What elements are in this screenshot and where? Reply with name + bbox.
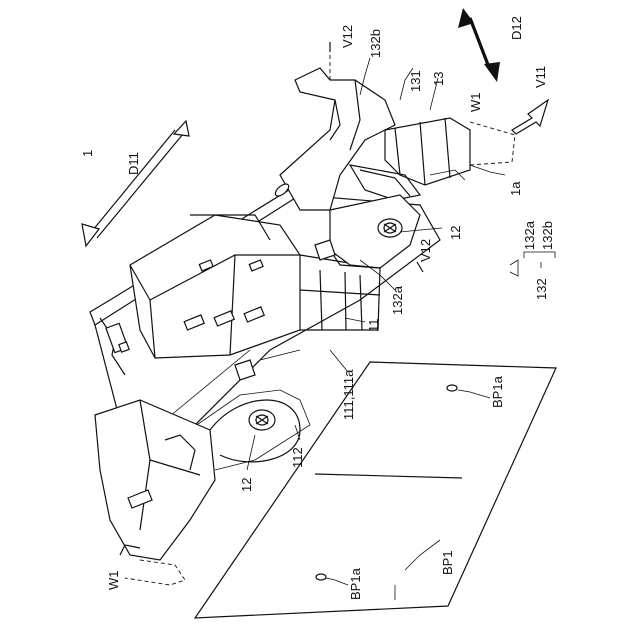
board-hole-top — [447, 385, 457, 391]
label-12-right: 12 — [448, 226, 463, 240]
label-w1-top: W1 — [468, 93, 483, 113]
label-13: 13 — [431, 72, 446, 86]
label-v12-top: V12 — [340, 25, 355, 48]
label-fig-ref: 1 — [80, 150, 95, 157]
view-arrow-v11 — [512, 100, 548, 134]
label-111-111a: 111,111a — [341, 369, 356, 420]
board-hole-bottom — [316, 574, 326, 580]
label-bp1a-bottom: BP1a — [348, 567, 363, 600]
label-d11: D11 — [126, 152, 141, 175]
right-clip-assembly — [273, 68, 515, 210]
label-d12: D12 — [509, 16, 524, 40]
label-131: 131 — [408, 70, 423, 92]
legend-132: 132 132a 132b — [522, 220, 555, 300]
label-w1-bottom: W1 — [106, 571, 121, 591]
label-v11: V11 — [533, 66, 548, 88]
label-bp1a-top: BP1a — [490, 375, 505, 408]
label-bp1: BP1 — [440, 550, 455, 575]
direction-arrow-d12 — [458, 8, 500, 82]
label-132a: 132a — [390, 285, 405, 315]
label-112: 112 — [290, 447, 305, 468]
label-132b-top: 132b — [368, 29, 383, 58]
label-12-left: 12 — [239, 478, 254, 492]
legend-132a-label: 132a — [522, 220, 537, 250]
legend-main-label: 132 — [534, 278, 549, 300]
legend-132b-label: 132b — [540, 221, 555, 250]
label-v12-mid: V12 — [418, 239, 433, 262]
label-1a: 1a — [508, 181, 523, 196]
label-11: 11 — [366, 319, 381, 333]
direction-arrow-d11 — [82, 121, 189, 246]
